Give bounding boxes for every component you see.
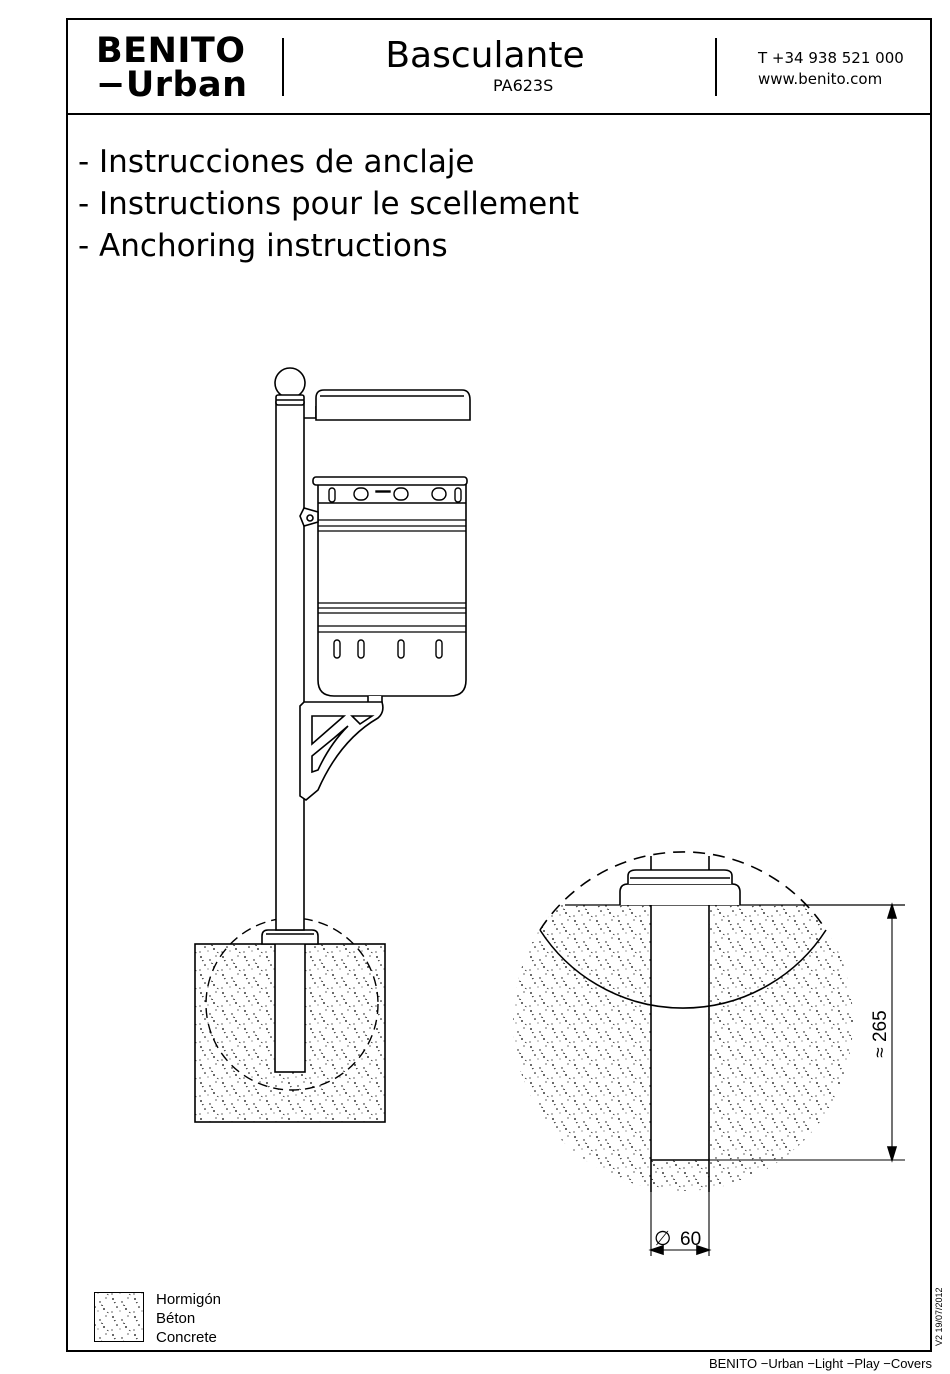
bin-support-bracket (299, 701, 384, 801)
header-separator-left (282, 38, 284, 96)
post (275, 401, 305, 931)
bin-body (317, 483, 467, 697)
brand-line-1: BENITO (96, 31, 246, 71)
heading-french: - Instructions pour le scellement (78, 186, 580, 222)
heading-english: - Anchoring instructions (78, 228, 448, 264)
legend-swatch-frame (94, 1292, 144, 1342)
legend-label-es: Hormigón (156, 1291, 222, 1308)
anchoring-detail: ≈ 265 ∅ 60 (513, 851, 905, 1256)
header-divider (66, 113, 932, 115)
concrete-legend-swatch (95, 1293, 143, 1341)
embedded-post (274, 941, 306, 1073)
drawing-sheet-frame (66, 18, 932, 1352)
contact-info: T +34 938 521 000 www.benito.com (758, 48, 904, 90)
header-separator-right (715, 38, 717, 96)
legend-label-fr: Béton (156, 1310, 196, 1327)
diameter-symbol: ∅ (654, 1228, 671, 1250)
bin-lid (315, 389, 471, 421)
legend-label-en: Concrete (156, 1329, 217, 1346)
heading-spanish: - Instrucciones de anclaje (78, 144, 475, 180)
brand-logo: BENITO −Urban (96, 31, 248, 105)
contact-phone: T +34 938 521 000 (758, 49, 904, 67)
product-title: Basculante (385, 35, 585, 76)
depth-dimension-label: ≈ 265 (870, 1010, 891, 1057)
contact-website: www.benito.com (758, 70, 883, 88)
bin-product-elevation (194, 367, 471, 1123)
post-finial (274, 367, 306, 399)
brand-line-2: −Urban (96, 65, 248, 105)
footer-brand-line: BENITO −Urban −Light −Play −Covers (708, 1356, 932, 1371)
version-stamp: V2 19/07/2012 (934, 1287, 944, 1346)
product-model: PA623S (493, 76, 554, 95)
diameter-dimension-label: 60 (680, 1229, 701, 1250)
